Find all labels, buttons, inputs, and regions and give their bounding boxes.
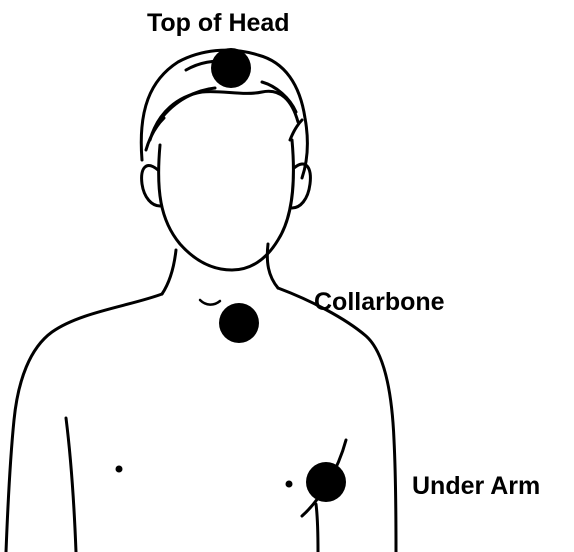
collarbone-marker — [219, 303, 259, 343]
left-nipple — [116, 466, 123, 473]
right-side-line — [316, 504, 318, 552]
left-shoulder — [6, 294, 162, 552]
under-arm-label: Under Arm — [412, 474, 540, 499]
neck-right — [267, 244, 278, 288]
hair-strand — [290, 120, 302, 140]
neck-left — [162, 250, 176, 294]
collarbone-label: Collarbone — [314, 290, 445, 315]
top-of-head-marker — [211, 48, 251, 88]
hair-strand — [150, 91, 298, 140]
right-nipple — [286, 481, 293, 488]
collarbone-notch — [200, 300, 220, 305]
face-outline — [159, 140, 294, 270]
right-shoulder — [278, 288, 396, 552]
under-arm-marker — [306, 462, 346, 502]
top-of-head-label: Top of Head — [147, 11, 290, 36]
left-arm-line — [66, 418, 76, 552]
